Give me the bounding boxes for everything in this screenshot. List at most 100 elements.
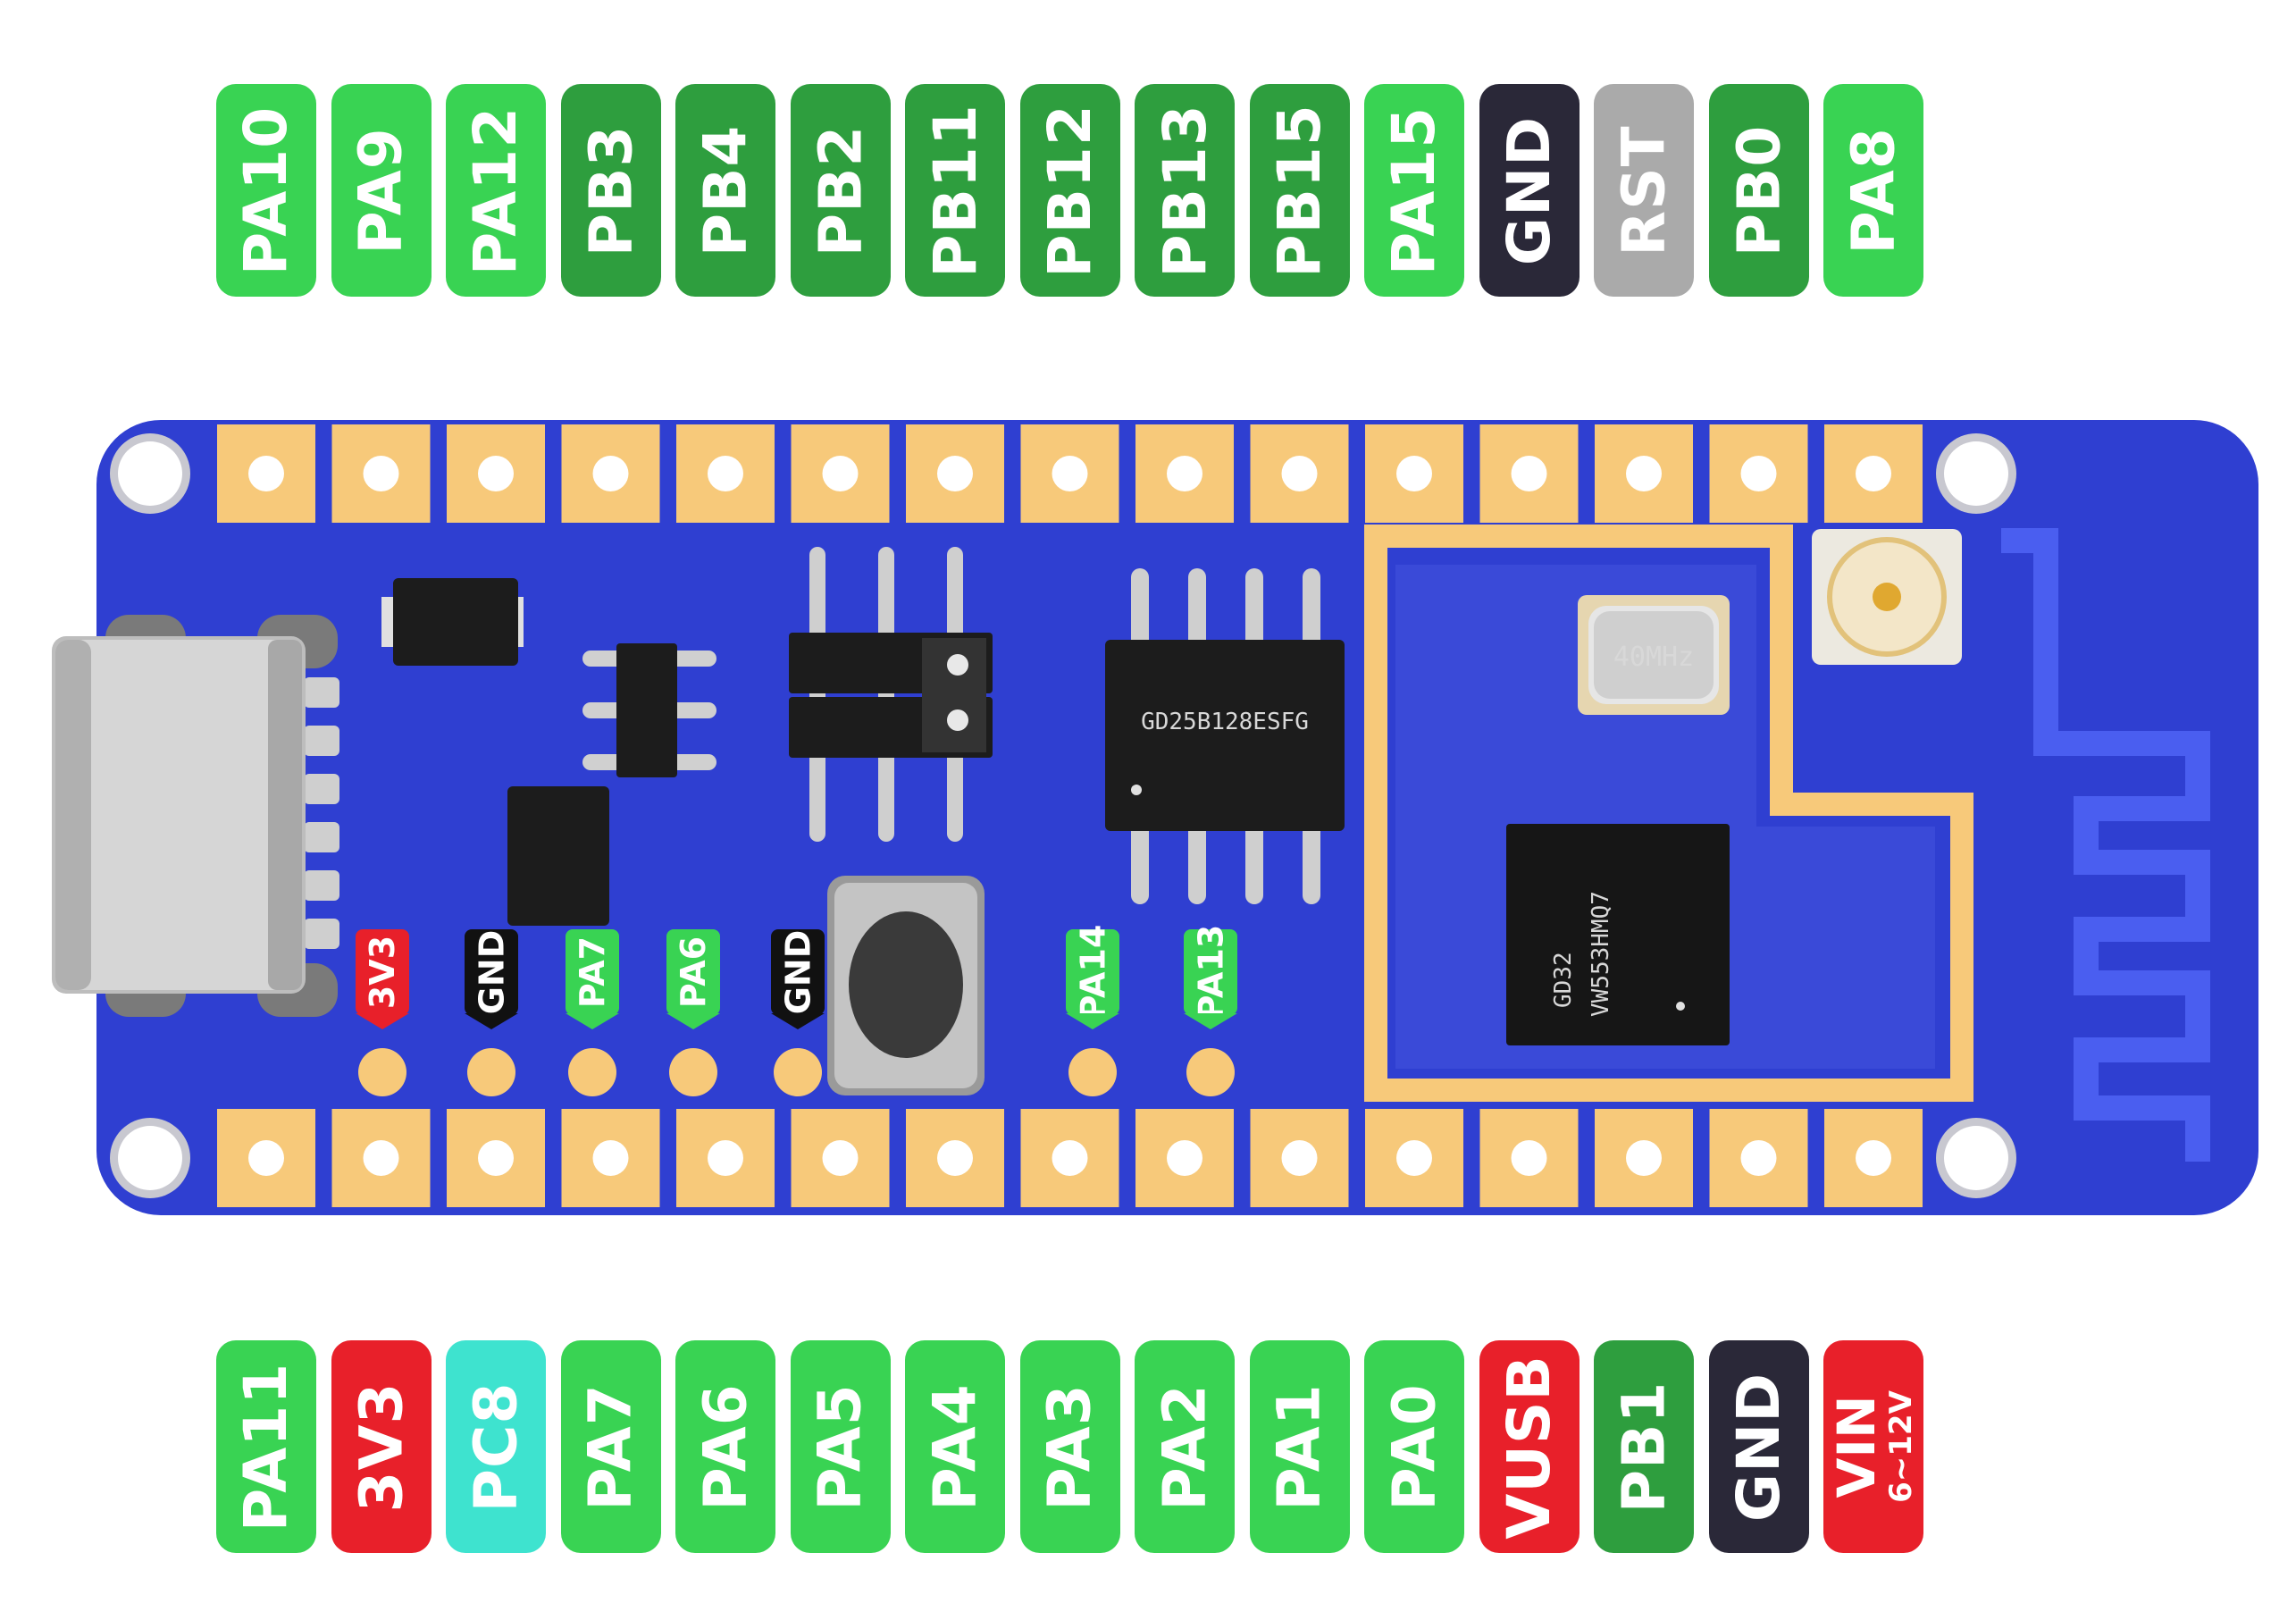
- diode-component: [381, 578, 524, 666]
- pin-label-text: PB0: [1724, 124, 1794, 256]
- bottom-pin-label-gnd: GND: [1708, 1340, 1809, 1553]
- header-pad-hole: [1281, 1140, 1318, 1176]
- bottom-pin-label-pa3: PA3: [1019, 1340, 1120, 1553]
- board-tag-text: PA13: [1191, 924, 1230, 1020]
- pin-label-text: PC8: [461, 1381, 531, 1512]
- regulator-component: [582, 643, 716, 777]
- pin-label-text: GND: [1495, 115, 1564, 265]
- pin-label-text: PA10: [231, 105, 301, 275]
- crystal-component: 40MHz: [1578, 595, 1730, 715]
- top-pin-label-pb15: PB15: [1249, 84, 1350, 297]
- header-pad-hole: [1511, 456, 1547, 491]
- test-pad: [1186, 1048, 1235, 1096]
- board-tag-pointer: [771, 1013, 825, 1029]
- reset-button: [827, 876, 985, 1095]
- pin-label-text: PA6: [691, 1382, 760, 1511]
- top-pin-label-pb4: PB4: [675, 84, 775, 297]
- pin-label-subtext: 6~12V: [1883, 1390, 1919, 1503]
- header-pad-hole: [1511, 1140, 1547, 1176]
- pin-label-text: PA7: [576, 1382, 646, 1511]
- top-pin-label-pb3: PB3: [560, 84, 661, 297]
- header-pad-hole: [248, 1140, 284, 1176]
- header-pad-hole: [1052, 456, 1088, 491]
- board-tag-body: PA6: [666, 929, 720, 1015]
- top-pin-label-rst: RST: [1594, 84, 1694, 297]
- test-pads: [358, 1048, 1235, 1096]
- board-tag-body: GND: [771, 929, 825, 1015]
- pin-label-text: PB2: [806, 124, 876, 256]
- header-pad-hole: [708, 456, 743, 491]
- header-pad-hole: [592, 456, 629, 491]
- top-pin-label-gnd: GND: [1479, 84, 1580, 297]
- header-pad-hole: [1281, 456, 1318, 491]
- header-pad-hole: [1856, 456, 1891, 491]
- top-pin-label-pa15: PA15: [1364, 84, 1464, 297]
- header-pad-hole: [248, 456, 284, 491]
- board-tag-pointer: [356, 1013, 409, 1029]
- header-pad-hole: [1856, 1140, 1891, 1176]
- test-pad: [774, 1048, 822, 1096]
- top-pin-label-pb12: PB12: [1019, 84, 1120, 297]
- bottom-pin-label-pa1: PA1: [1249, 1340, 1350, 1553]
- pin-label-text: PA8: [1839, 126, 1908, 255]
- pin-label-text: PB12: [1035, 103, 1104, 278]
- pin-label-text: PA11: [231, 1362, 301, 1532]
- test-pad: [669, 1048, 717, 1096]
- board-tag-pointer: [1184, 1013, 1237, 1029]
- test-pad: [358, 1048, 406, 1096]
- header-pad-hole: [1167, 1140, 1202, 1176]
- header-pad-hole: [1626, 1140, 1662, 1176]
- test-pad: [1068, 1048, 1117, 1096]
- pin-label-text: VUSB: [1495, 1354, 1564, 1540]
- header-pad-hole: [363, 456, 399, 491]
- flash-chip: GD25B128ESFG: [1105, 568, 1345, 904]
- bottom-pin-label-pa0: PA0: [1364, 1340, 1464, 1553]
- bottom-header-pads: [217, 1109, 1923, 1207]
- pin-label-text: PA0: [1379, 1382, 1449, 1511]
- board-tag-pointer: [566, 1013, 619, 1029]
- mcu-chip: GD32 VW553HMQ7: [1506, 824, 1730, 1045]
- mcu-label-line1: GD32: [1550, 952, 1577, 1008]
- bottom-pin-label-pa7: PA7: [560, 1340, 661, 1553]
- antenna-connector: [1812, 529, 1962, 665]
- bottom-pin-label-vusb: VUSB: [1479, 1340, 1580, 1553]
- board-tag-body: PA14: [1066, 925, 1119, 1020]
- header-pad-hole: [1740, 1140, 1777, 1176]
- mounting-holes: [110, 433, 2016, 1198]
- header-pad-hole: [478, 1140, 514, 1176]
- board-tag-pa13: PA13: [1184, 925, 1237, 1029]
- board-tag-3v3: 3V3: [356, 929, 409, 1029]
- top-pin-label-pb0: PB0: [1708, 84, 1809, 297]
- pin-label-text: PB1: [1609, 1381, 1679, 1513]
- pin-label-text: GND: [1724, 1372, 1794, 1522]
- pin-label-text: PA15: [1379, 105, 1449, 275]
- header-pad-hole: [592, 1140, 629, 1176]
- pin-label-text: PA1: [1265, 1382, 1335, 1511]
- usb-c-connector: [52, 615, 339, 1017]
- board-tag-pointer: [1066, 1013, 1119, 1029]
- board-tag-pa7: PA7: [566, 929, 619, 1029]
- bottom-pin-label-pa2: PA2: [1135, 1340, 1235, 1553]
- pin-label-text: PB13: [1150, 103, 1219, 278]
- header-pad-hole: [478, 456, 514, 491]
- header-pad-hole: [1396, 1140, 1432, 1176]
- board-tag-gnd: GND: [465, 929, 518, 1029]
- pin-label-text: RST: [1609, 124, 1679, 256]
- pin-label-text: PA5: [806, 1382, 876, 1511]
- board-tag-text: PA14: [1073, 924, 1112, 1020]
- ic-component: [507, 786, 609, 926]
- board-tag-text: PA6: [674, 936, 713, 1009]
- board-tag-text: GND: [778, 929, 818, 1015]
- top-pin-label-pa12: PA12: [446, 84, 546, 297]
- pin-label-text: VIN: [1826, 1395, 1887, 1498]
- pin-label-text: PB11: [920, 103, 990, 278]
- pin-label-text: PA3: [1035, 1382, 1105, 1511]
- board-tag-text: PA7: [573, 936, 612, 1009]
- bottom-pin-label-pa5: PA5: [790, 1340, 891, 1553]
- pin-label-text: PA2: [1150, 1382, 1219, 1511]
- bottom-pin-label-pa11: PA11: [216, 1340, 316, 1553]
- test-pad: [568, 1048, 616, 1096]
- top-pin-label-pb2: PB2: [790, 84, 891, 297]
